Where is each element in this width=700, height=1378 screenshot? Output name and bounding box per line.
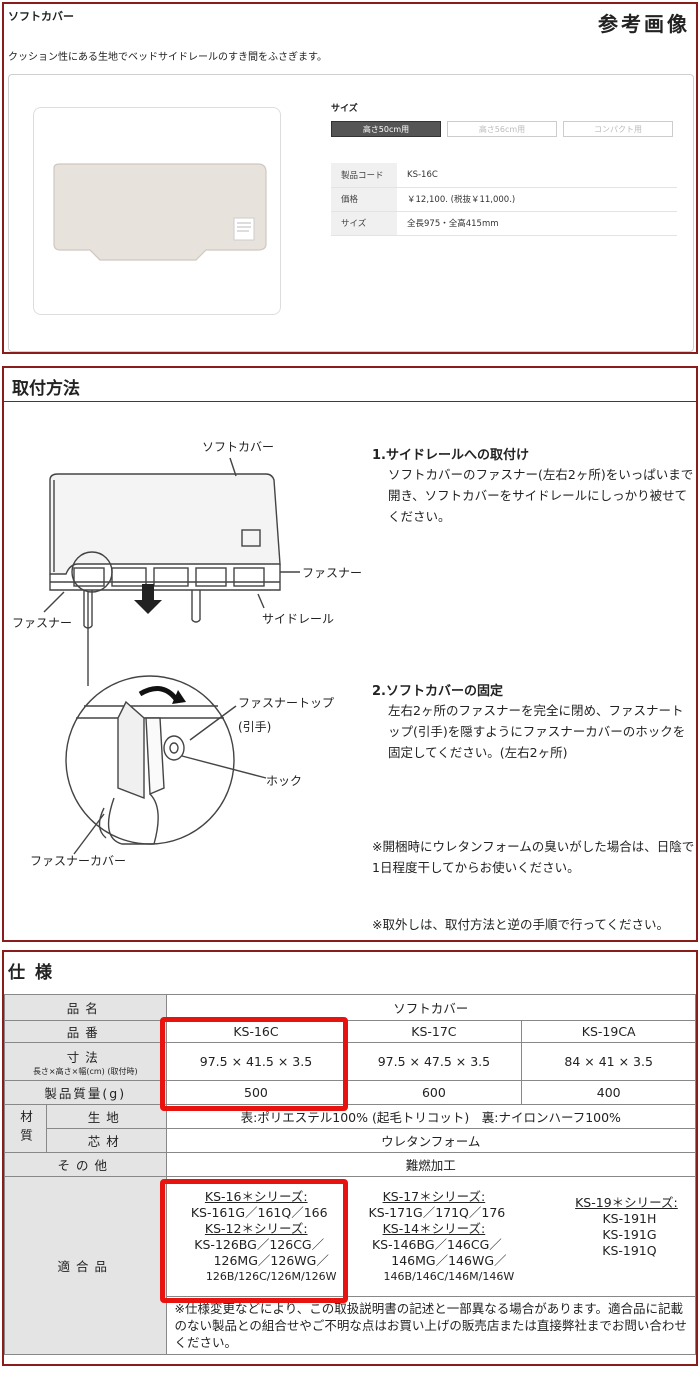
series-heading: KS-12＊シリーズ: bbox=[204, 1220, 308, 1236]
series-items: KS-126BG／126CG／ bbox=[194, 1236, 325, 1252]
size-label: サイズ bbox=[331, 104, 358, 114]
compatible-ks17: KS-17＊シリーズ: KS-171G／171Q／176 KS-14＊シリーズ:… bbox=[345, 1176, 522, 1297]
product-description: クッション性にある生地でベッドサイドレールのすき間をふさぎます。 bbox=[8, 52, 327, 63]
row-model-number: 品番 KS-16C KS-17C KS-19CA bbox=[4, 1020, 696, 1043]
series-items: 146MG／146WG／ bbox=[391, 1252, 507, 1268]
row-weight: 製品質量(g) 500 600 400 bbox=[4, 1080, 696, 1105]
size-option-56cm[interactable]: 高さ56cm用 bbox=[447, 121, 557, 137]
value-other: 難燃加工 bbox=[165, 1152, 696, 1177]
series-heading: KS-16＊シリーズ: bbox=[204, 1188, 308, 1204]
series-items: 126MG／126WG／ bbox=[213, 1252, 329, 1268]
step2-title: 2.ソフトカバーの固定 bbox=[372, 684, 503, 699]
soft-cover-image bbox=[53, 163, 267, 261]
series-heading: KS-19＊シリーズ: bbox=[575, 1195, 678, 1210]
row-fabric: 材質 生地 表:ポリエステル100% (起毛トリコット) 裏:ナイロンハーフ10… bbox=[4, 1104, 696, 1153]
spec-key: サイズ bbox=[331, 211, 397, 236]
row-compatible: 適合品 KS-16＊シリーズ: KS-161G／161Q／166 KS-12＊シ… bbox=[4, 1176, 696, 1355]
series-items: KS-191G bbox=[602, 1227, 657, 1242]
specifications-section: 仕様 品名 ソフトカバー 品番 KS-16C KS-17C KS-19CA 寸法… bbox=[2, 950, 698, 1366]
spec-value: KS-16C bbox=[397, 163, 677, 188]
compatible-ks19: KS-19＊シリーズ: KS-191H KS-191G KS-191Q bbox=[521, 1176, 696, 1297]
series-items: KS-146BG／146CG／ bbox=[371, 1236, 502, 1252]
model-code: KS-19CA bbox=[521, 1020, 696, 1043]
dimension-label: 寸法 bbox=[66, 1049, 104, 1065]
size-option-compact[interactable]: コンパクト用 bbox=[563, 121, 673, 137]
label-fabric: 生地 bbox=[45, 1104, 167, 1129]
model-dimension: 97.5 × 47.5 × 3.5 bbox=[345, 1042, 523, 1081]
dimension-sub-label: 長さ×高さ×幅(cm) (取付時) bbox=[32, 1066, 138, 1076]
label-model-number: 品番 bbox=[4, 1020, 167, 1043]
spec-value: 全長975・全高415mm bbox=[397, 211, 677, 236]
label-material: 材質 bbox=[4, 1104, 47, 1153]
series-items: 126B/126C/126M/126W bbox=[205, 1269, 337, 1283]
series-heading: KS-14＊シリーズ: bbox=[382, 1220, 486, 1236]
model-dimension: 97.5 × 41.5 × 3.5 bbox=[165, 1042, 347, 1081]
value-fabric: 表:ポリエステル100% (起毛トリコット) 裏:ナイロンハーフ100% bbox=[165, 1104, 696, 1129]
model-weight: 600 bbox=[345, 1080, 523, 1105]
label-weight: 製品質量(g) bbox=[4, 1080, 167, 1105]
product-title: ソフトカバー bbox=[8, 10, 74, 23]
size-option-50cm[interactable]: 高さ50cm用 bbox=[331, 121, 441, 137]
installation-title: 取付方法 bbox=[12, 379, 80, 399]
series-items: KS-191Q bbox=[602, 1243, 657, 1258]
compatible-ks16: KS-16＊シリーズ: KS-161G／161Q／166 KS-12＊シリーズ:… bbox=[165, 1176, 346, 1297]
spec-row: 製品コード KS-16C bbox=[331, 163, 677, 188]
series-items: KS-191H bbox=[602, 1211, 657, 1226]
model-weight: 500 bbox=[165, 1080, 347, 1105]
specifications-title: 仕様 bbox=[8, 963, 62, 983]
highlight-compatible-ks16 bbox=[160, 1179, 348, 1303]
spec-row: 価格 ￥12,100. (税抜￥11,000.) bbox=[331, 187, 677, 212]
specifications-table: 品名 ソフトカバー 品番 KS-16C KS-17C KS-19CA 寸法 長さ… bbox=[4, 994, 696, 1355]
product-card: サイズ 高さ50cm用 高さ56cm用 コンパクト用 製品コード KS-16C … bbox=[8, 74, 694, 352]
specifications-footnote: ※仕様変更などにより、この取扱説明書の記述と一部異なる場合があります。適合品に記… bbox=[165, 1296, 696, 1355]
row-other: その他 難燃加工 bbox=[4, 1152, 696, 1177]
label-fastener-cover: ファスナーカバー bbox=[30, 854, 127, 868]
label-product-name: 品名 bbox=[4, 994, 167, 1021]
spec-row: サイズ 全長975・全高415mm bbox=[331, 211, 677, 236]
series-items: 146B/146C/146M/146W bbox=[383, 1269, 515, 1283]
installation-section: 取付方法 bbox=[2, 366, 698, 942]
value-core: ウレタンフォーム bbox=[165, 1128, 696, 1153]
label-compatible: 適合品 bbox=[4, 1176, 167, 1355]
series-heading: KS-17＊シリーズ: bbox=[382, 1188, 486, 1204]
step1-title: 1.サイドレールへの取付け bbox=[372, 448, 529, 463]
product-section: ソフトカバー 参考画像 クッション性にある生地でベッドサイドレールのすき間をふさ… bbox=[2, 2, 698, 354]
label-fastener-right: ファスナー bbox=[302, 566, 363, 580]
label-fastener-top: ファスナートップ bbox=[238, 696, 335, 710]
label-dimensions: 寸法 長さ×高さ×幅(cm) (取付時) bbox=[4, 1042, 167, 1081]
divider bbox=[4, 401, 696, 402]
installation-illustration bbox=[43, 457, 300, 855]
step2-text: 左右2ヶ所のファスナーを完全に閉め、ファスナートップ(引手)を隠すようにファスナ… bbox=[388, 703, 686, 760]
series-items: KS-161G／161Q／166 bbox=[190, 1204, 328, 1220]
spec-key: 価格 bbox=[331, 187, 397, 212]
step1-text: ソフトカバーのファスナー(左右2ヶ所)をいっぱいまで開き、ソフトカバーをサイドレ… bbox=[388, 467, 694, 524]
label-fastener-left: ファスナー bbox=[12, 616, 73, 630]
label-soft-cover: ソフトカバー bbox=[202, 440, 275, 454]
note-unpacking: ※開梱時にウレタンフォームの臭いがした場合は、日陰で1日程度干してからお使いくだ… bbox=[372, 839, 695, 875]
model-weight: 400 bbox=[521, 1080, 696, 1105]
label-core: 芯材 bbox=[45, 1128, 167, 1153]
row-footnote: ※仕様変更などにより、この取扱説明書の記述と一部異なる場合があります。適合品に記… bbox=[5, 1296, 696, 1355]
label-other: その他 bbox=[4, 1152, 167, 1177]
label-pull-tab: (引手) bbox=[238, 720, 272, 734]
spec-key: 製品コード bbox=[331, 163, 397, 188]
series-items: KS-171G／171Q／176 bbox=[368, 1204, 506, 1220]
model-code: KS-17C bbox=[345, 1020, 523, 1043]
row-dimensions: 寸法 長さ×高さ×幅(cm) (取付時) 97.5 × 41.5 × 3.5 9… bbox=[4, 1042, 696, 1081]
product-spec-table: 製品コード KS-16C 価格 ￥12,100. (税抜￥11,000.) サイ… bbox=[331, 163, 677, 236]
reference-image-label: 参考画像 bbox=[598, 12, 690, 36]
spec-value: ￥12,100. (税抜￥11,000.) bbox=[397, 187, 677, 212]
product-photo bbox=[33, 107, 281, 315]
note-removal: ※取外しは、取付方法と逆の手順で行ってください。 bbox=[372, 917, 669, 932]
label-hook: ホック bbox=[266, 774, 303, 788]
row-product-name: 品名 ソフトカバー bbox=[4, 994, 696, 1021]
model-dimension: 84 × 41 × 3.5 bbox=[521, 1042, 696, 1081]
label-side-rail: サイドレール bbox=[262, 612, 335, 626]
value-product-name: ソフトカバー bbox=[165, 994, 696, 1021]
highlight-ks16c bbox=[160, 1017, 348, 1111]
row-core: 芯材 ウレタンフォーム bbox=[5, 1128, 696, 1153]
